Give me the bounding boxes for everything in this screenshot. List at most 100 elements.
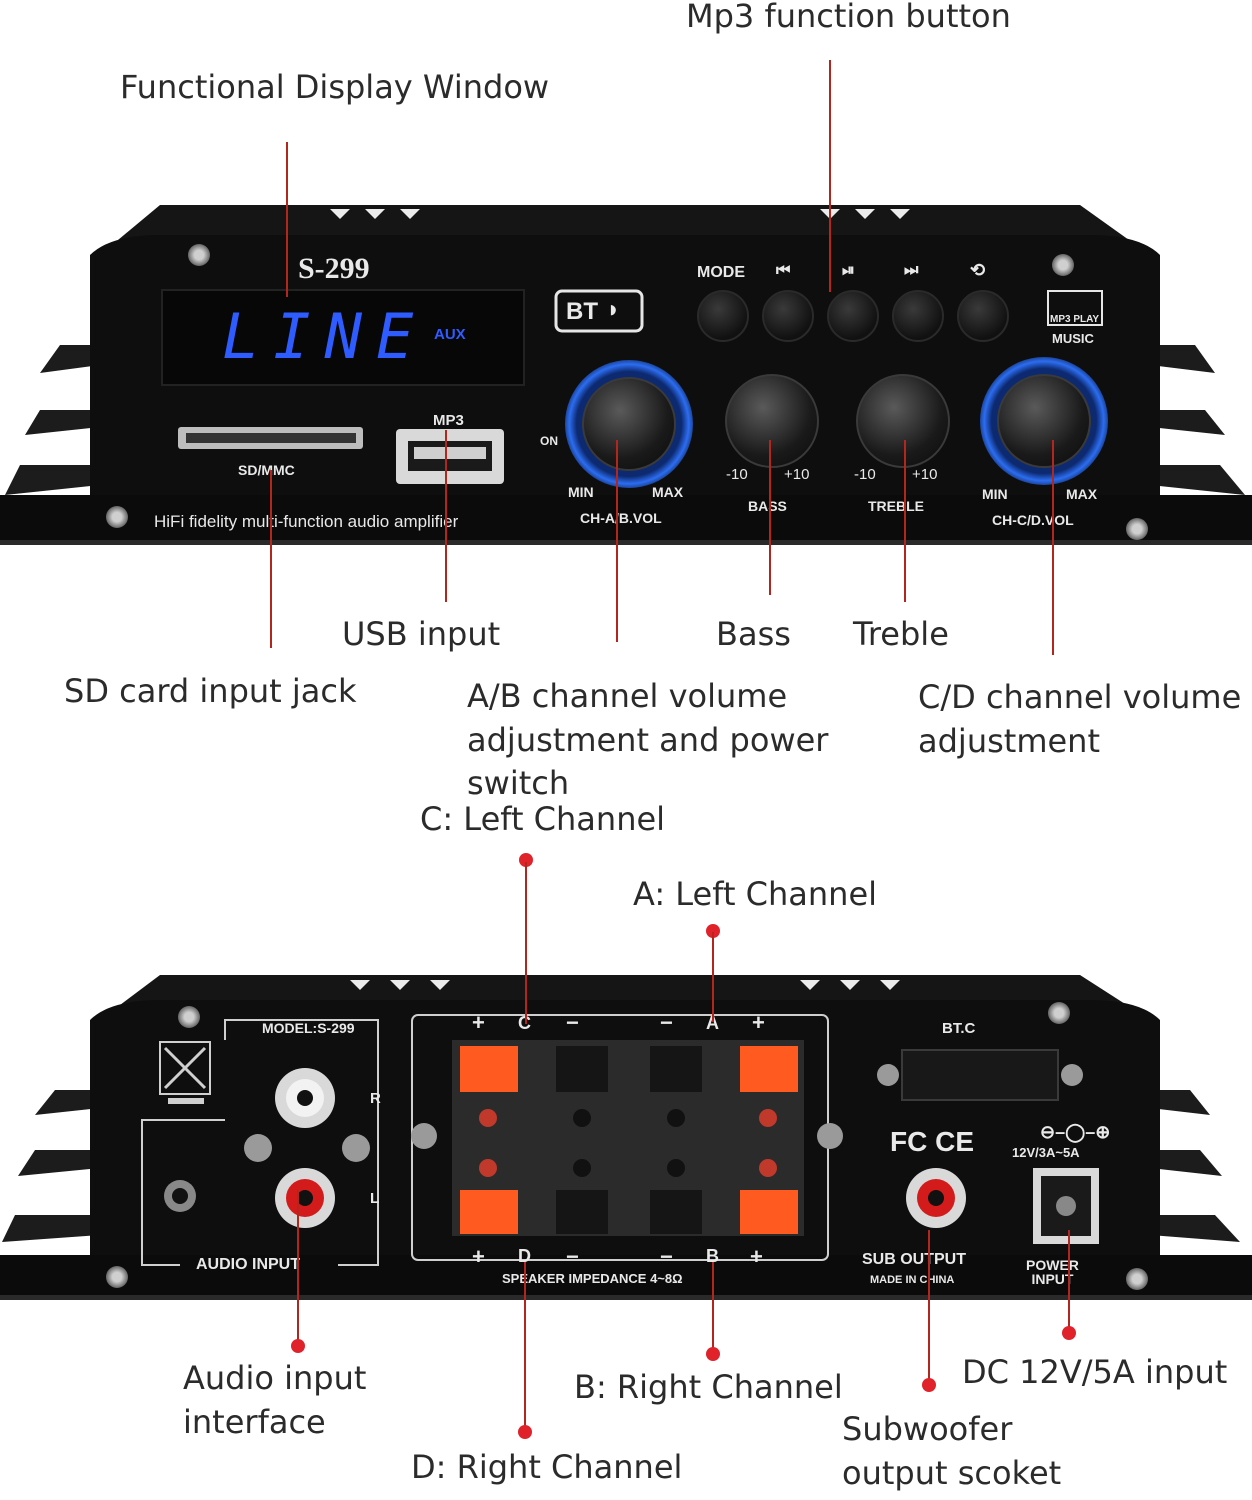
callout-sd-card: SD card input jack	[64, 672, 357, 710]
terminal-b-minus: −	[660, 1244, 673, 1269]
terminal-a-label: A	[706, 1013, 719, 1033]
leader-ab	[616, 440, 618, 642]
leader-cd	[1052, 440, 1054, 655]
leader-mp3-button	[829, 60, 831, 292]
treble-label: TREBLE	[868, 498, 924, 514]
cd-volume-label: CH-C/D.VOL	[992, 512, 1074, 528]
front-screw-top-right	[1052, 254, 1074, 276]
display-aux-indicator: AUX	[434, 326, 466, 343]
leader-d-right	[524, 1262, 526, 1432]
rear-screw-bottom-left	[106, 1266, 128, 1288]
display-readout: LINE	[222, 300, 428, 373]
rear-screw-bottom-right	[1126, 1268, 1148, 1290]
play-pause-label-icon: ⏯	[842, 262, 855, 279]
terminal-a-plus: +	[752, 1010, 765, 1035]
cd-min-label: MIN	[982, 486, 1008, 502]
terminal-b-plus: +	[750, 1244, 763, 1269]
power-on-label: ON	[540, 434, 558, 448]
callout-dc-input: DC 12V/5A input	[962, 1353, 1228, 1391]
bass-knob[interactable]	[725, 374, 819, 468]
callout-audio-input: Audio input interface	[183, 1359, 367, 1441]
ab-volume-knob[interactable]	[582, 377, 676, 471]
treble-min-label: -10	[854, 466, 876, 483]
usb-port-label: MP3	[433, 412, 464, 429]
previous-button[interactable]	[762, 290, 814, 342]
repeat-button[interactable]	[957, 290, 1009, 342]
treble-max-label: +10	[912, 466, 938, 483]
leader-usb	[445, 430, 447, 602]
callout-usb-input: USB input	[342, 615, 501, 653]
callout-d-right: D: Right Channel	[411, 1448, 683, 1486]
ab-volume-label: CH-A/B.VOL	[580, 510, 662, 526]
ab-max-label: MAX	[652, 484, 684, 500]
callout-display-window: Functional Display Window	[120, 68, 550, 106]
callout-treble: Treble	[853, 615, 949, 653]
front-screw-bottom-right	[1126, 518, 1148, 540]
leader-b-right	[712, 1262, 714, 1354]
rear-model-label: MODEL:S-299	[262, 1020, 355, 1036]
mode-button[interactable]	[697, 290, 749, 342]
terminal-c-plus: +	[472, 1010, 485, 1035]
leader-treble	[904, 440, 906, 602]
audio-input-label: AUDIO INPUT	[196, 1256, 300, 1273]
previous-label-icon: ⏮	[776, 262, 791, 279]
callout-mp3-button: Mp3 function button	[686, 0, 1011, 35]
ab-min-label: MIN	[568, 484, 594, 500]
music-label: MUSIC	[1052, 331, 1094, 346]
mp3play-logo: MP3 PLAY	[1050, 314, 1100, 325]
front-tagline: HiFi fidelity multi-function audio ampli…	[154, 512, 459, 531]
dot-subwoofer	[922, 1378, 936, 1392]
callout-cd-volume: C/D channel volume adjustment	[918, 678, 1242, 760]
callout-c-left: C: Left Channel	[420, 800, 666, 838]
leader-sd	[270, 470, 272, 648]
next-button[interactable]	[892, 290, 944, 342]
terminal-c-minus: −	[566, 1010, 579, 1035]
play-pause-button[interactable]	[827, 290, 879, 342]
cd-max-label: MAX	[1066, 486, 1098, 502]
terminal-c-label: C	[518, 1013, 531, 1034]
made-in-label: MADE IN CHINA	[870, 1274, 955, 1286]
treble-knob[interactable]	[856, 374, 950, 468]
mode-label: MODE	[697, 264, 745, 281]
speaker-impedance-label: SPEAKER IMPEDANCE 4~8Ω	[502, 1271, 683, 1286]
dot-dc-input	[1062, 1326, 1076, 1340]
leader-c-left	[525, 862, 527, 1024]
bass-min-label: -10	[726, 466, 748, 483]
dot-b-right	[706, 1347, 720, 1361]
leader-display	[286, 142, 288, 297]
rear-amplifier-photo	[0, 975, 1252, 1300]
front-screw-top-left	[188, 244, 210, 266]
dc-polarity-icon: ⊖–◯–⊕	[1040, 1122, 1111, 1142]
leader-bass	[769, 440, 771, 595]
callout-b-right: B: Right Channel	[574, 1368, 843, 1406]
terminal-a-minus: −	[660, 1010, 673, 1035]
rca-right-label: R	[370, 1090, 381, 1107]
sd-slot-label: SD/MMC	[238, 462, 295, 478]
leader-audio-input	[297, 1190, 299, 1346]
terminal-b-label: B	[706, 1246, 719, 1266]
fcc-ce-mark: FC CE	[890, 1126, 974, 1157]
front-model-label: S-299	[298, 252, 370, 285]
dot-audio-input	[291, 1339, 305, 1353]
callout-a-left: A: Left Channel	[633, 875, 878, 913]
callout-subwoofer: Subwoofer output scoket	[842, 1410, 1062, 1492]
power-spec-label: 12V/3A~5A	[1012, 1145, 1080, 1160]
rca-left-label: L	[370, 1190, 380, 1207]
terminal-d-minus: −	[566, 1244, 579, 1269]
leader-dc-input	[1068, 1230, 1070, 1334]
front-screw-bottom-left	[106, 506, 128, 528]
callout-bass: Bass	[716, 615, 791, 653]
leader-subwoofer	[928, 1230, 930, 1385]
repeat-label-icon: ⟲	[970, 260, 986, 280]
terminal-d-label: D	[518, 1246, 531, 1266]
rear-screw-top-left	[178, 1006, 200, 1028]
cd-volume-knob[interactable]	[997, 374, 1091, 468]
leader-a-left	[712, 932, 714, 1022]
callout-ab-volume: A/B channel volume adjustment and power …	[467, 677, 829, 803]
terminal-d-plus: +	[472, 1244, 485, 1269]
bass-label: BASS	[748, 498, 787, 514]
sub-output-label: SUB OUTPUT	[862, 1251, 966, 1268]
power-input-label: POWER INPUT	[1026, 1257, 1079, 1287]
next-label-icon: ⏭	[904, 262, 919, 279]
bt-label: BT	[566, 298, 598, 325]
